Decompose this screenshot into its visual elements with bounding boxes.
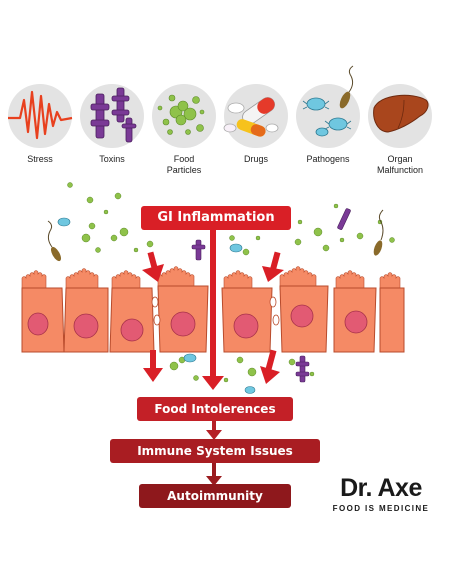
- intestinal-wall: [21, 266, 405, 353]
- brand-tagline: FOOD IS MEDICINE: [332, 504, 430, 513]
- cause-label-organ-malfunction: Organ Malfunction: [376, 154, 424, 175]
- brand-name: Dr. Axe: [340, 474, 422, 502]
- food-particles-icon: [152, 84, 216, 148]
- immune-system-issues-box: [110, 439, 320, 463]
- cause-label-pathogens: Pathogens: [306, 154, 350, 164]
- food-intolerences-box: [137, 397, 293, 421]
- cause-label-drugs: Drugs: [243, 154, 268, 164]
- organ-malfunction-icon: [368, 84, 432, 148]
- immune-system-issues-label: Immune System Issues: [137, 444, 293, 458]
- scattered-food-particles: [57, 182, 395, 383]
- scattered-toxins: [191, 208, 351, 383]
- autoimmunity-box: [139, 484, 291, 508]
- stress-icon: [8, 84, 73, 148]
- scattered-parasites: [47, 209, 384, 262]
- pathogens-icon: [296, 65, 360, 148]
- brand-logo: Dr. Axe FOOD IS MEDICINE: [328, 474, 434, 513]
- food-intolerences-label: Food Intolerences: [154, 402, 276, 416]
- drugs-icon: [223, 84, 288, 148]
- flow-arrows: [142, 228, 284, 486]
- gi-inflammation-box: [141, 206, 291, 230]
- cause-label-food-particles: Food Particles: [166, 154, 202, 175]
- autoimmunity-label: Autoimmunity: [167, 489, 263, 503]
- toxins-icon: [80, 84, 144, 148]
- cause-label-stress: Stress: [27, 154, 53, 164]
- cause-label-toxins: Toxins: [99, 154, 125, 164]
- scattered-bacteria: [57, 217, 256, 394]
- microvilli: [21, 266, 401, 291]
- gi-inflammation-label: GI Inflammation: [157, 210, 275, 225]
- epithelial-cell: [379, 287, 405, 353]
